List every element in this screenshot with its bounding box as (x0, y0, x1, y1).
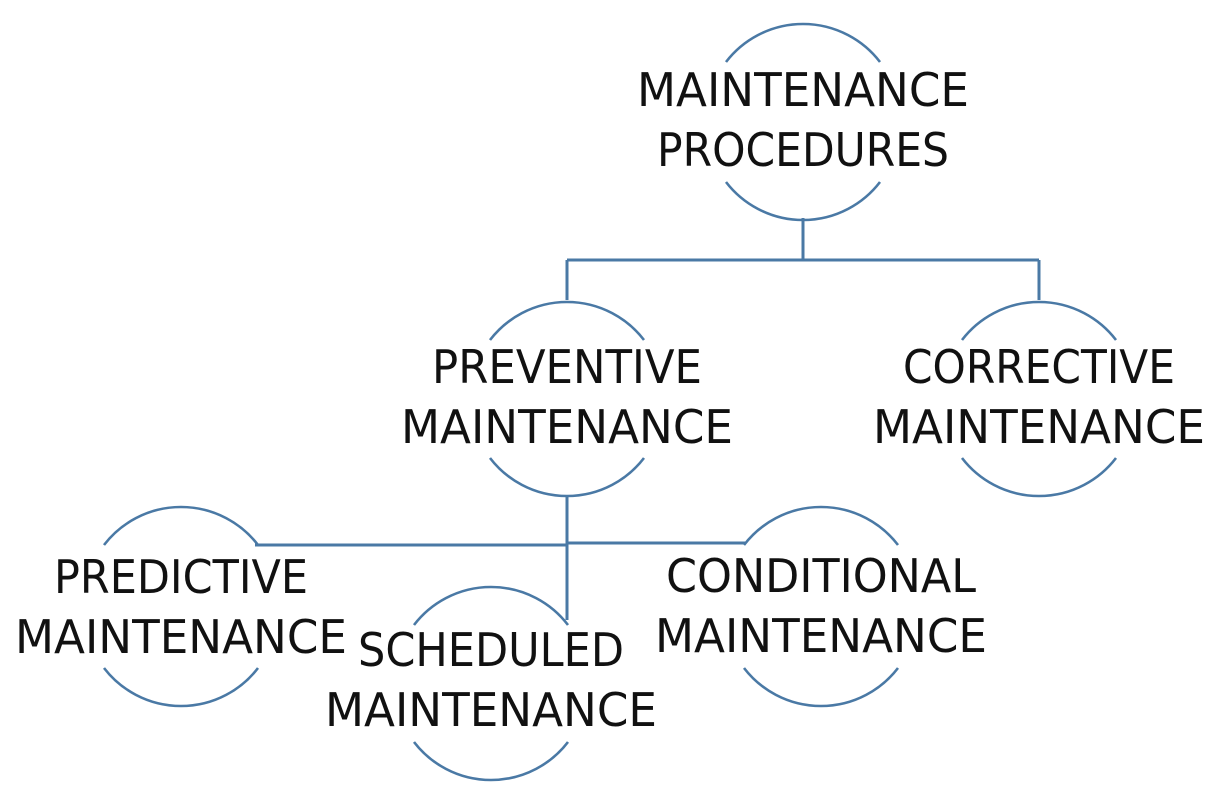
node-arc-bottom (960, 457, 1118, 498)
node-preventive-maintenance: PREVENTIVE MAINTENANCE (401, 300, 733, 498)
node-arc-top (960, 300, 1118, 341)
node-arc-top (742, 505, 900, 546)
node-label-line2: MAINTENANCE (15, 610, 347, 664)
node-label-line2: MAINTENANCE (655, 609, 987, 663)
connectors (255, 218, 1041, 620)
node-conditional-maintenance: CONDITIONAL MAINTENANCE (655, 505, 987, 708)
connector-root-to-level2 (565, 218, 1041, 300)
node-label-line2: MAINTENANCE (401, 400, 733, 454)
node-arc-bottom (102, 667, 260, 708)
node-label-line1: SCHEDULED (358, 623, 624, 677)
node-arc-top (488, 300, 646, 341)
connector-preventive-to-level3 (255, 495, 745, 620)
node-arc-top (102, 505, 260, 546)
node-arc-top (412, 585, 570, 626)
node-scheduled-maintenance: SCHEDULED MAINTENANCE (325, 585, 657, 782)
node-predictive-maintenance: PREDICTIVE MAINTENANCE (15, 505, 347, 708)
node-arc-top (724, 22, 882, 63)
node-label-line1: CONDITIONAL (666, 549, 976, 603)
node-label-line1: PREDICTIVE (54, 550, 308, 604)
node-label-line1: PREVENTIVE (432, 340, 702, 394)
node-label-line2: MAINTENANCE (325, 683, 657, 737)
node-label-line2: MAINTENANCE (873, 400, 1205, 454)
node-arc-bottom (724, 181, 882, 222)
node-label-line2: PROCEDURES (657, 123, 949, 177)
node-label-line1: MAINTENANCE (637, 63, 969, 117)
node-arc-bottom (742, 667, 900, 708)
node-arc-bottom (488, 457, 646, 498)
node-label-line1: CORRECTIVE (903, 340, 1175, 394)
node-maintenance-procedures: MAINTENANCE PROCEDURES (637, 22, 969, 222)
node-corrective-maintenance: CORRECTIVE MAINTENANCE (873, 300, 1205, 498)
node-arc-bottom (412, 741, 570, 782)
